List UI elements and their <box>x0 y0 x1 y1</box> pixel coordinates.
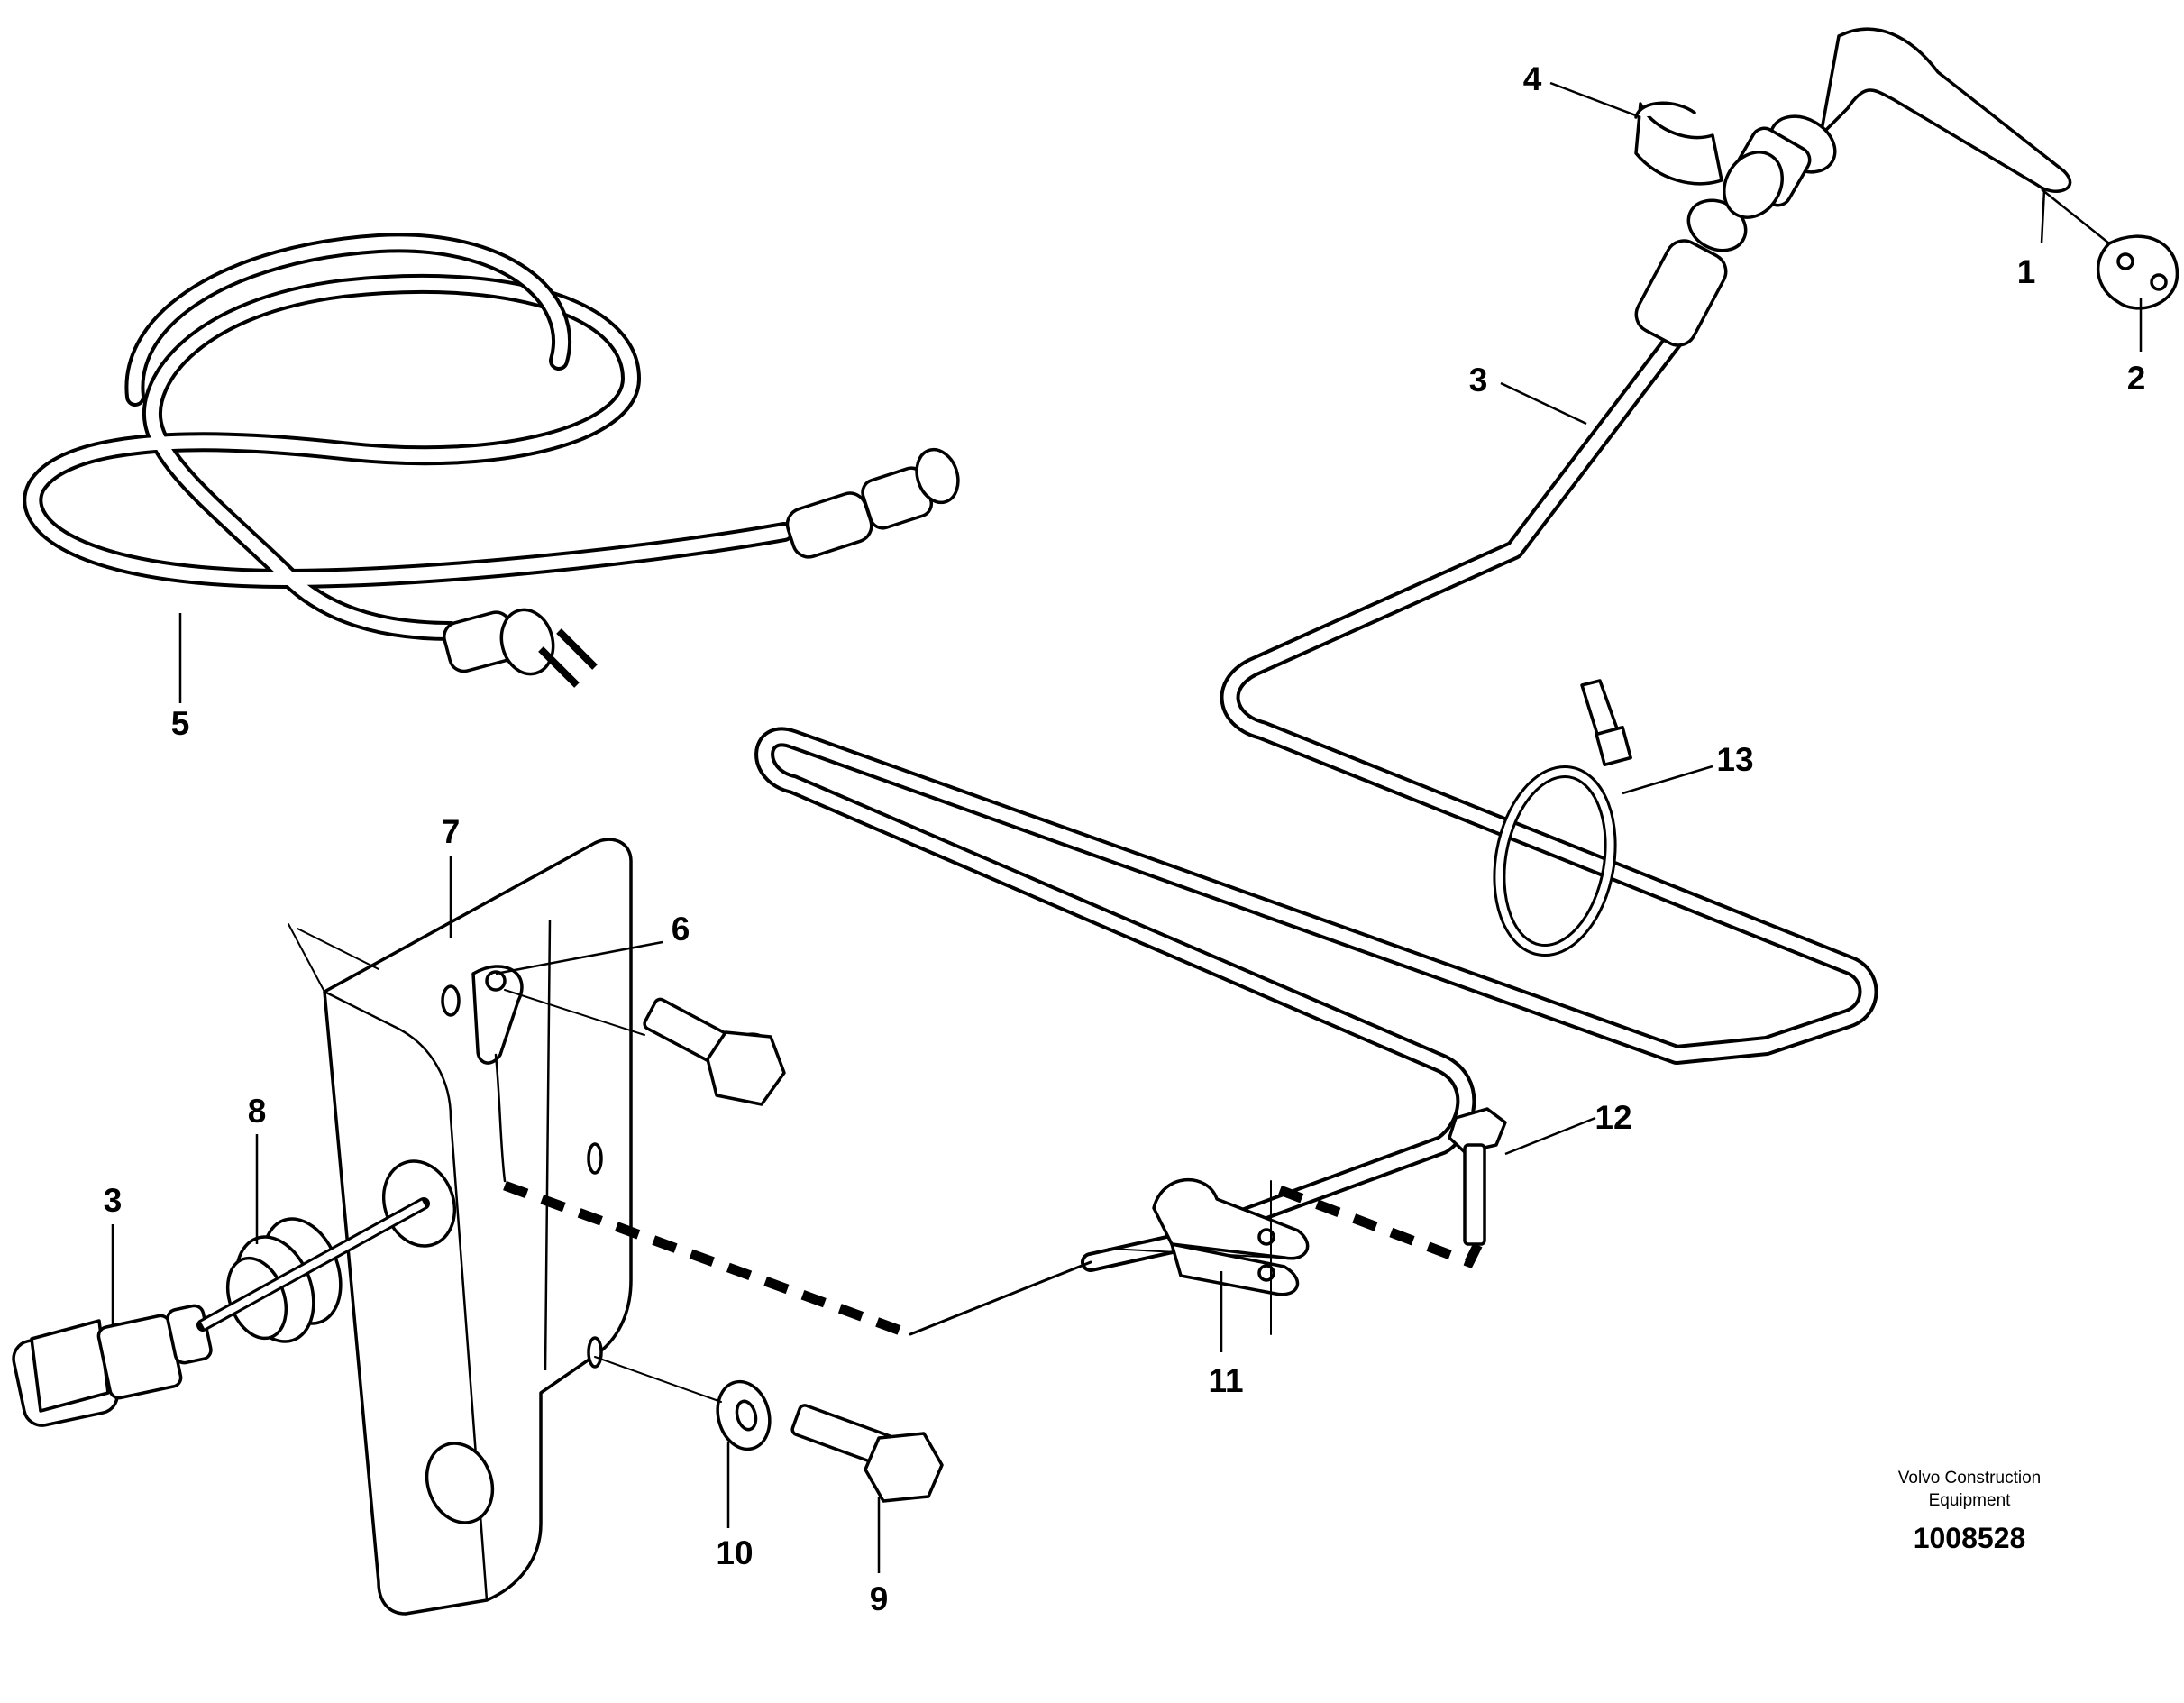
bolt-9 <box>790 1404 944 1503</box>
brand-block: Volvo Construction Equipment 1008528 <box>1898 1469 2041 1554</box>
callout-2: 2 <box>2127 360 2146 397</box>
heater-element-3 <box>754 198 1878 1272</box>
inlet-plug-3b <box>12 1304 213 1427</box>
sleeve-clip-4 <box>1634 101 1723 186</box>
cable-lug-6 <box>471 965 524 1183</box>
callout-4: 4 <box>1523 60 1542 97</box>
washer-10 <box>594 1356 772 1451</box>
cable-route-dashed <box>503 1180 912 1340</box>
callout-8: 8 <box>248 1093 267 1130</box>
callout-3-bottom: 3 <box>104 1182 123 1219</box>
callout-7: 7 <box>442 813 461 850</box>
callout-5: 5 <box>171 705 190 742</box>
cord-plug <box>443 608 598 688</box>
cable-route-dashed-right <box>1278 1185 1483 1268</box>
callout-13: 13 <box>1716 741 1753 778</box>
cord-socket-connector <box>785 447 960 559</box>
bolt-12 <box>1448 1107 1507 1246</box>
callout-3-top: 3 <box>1469 362 1488 398</box>
brand-line-2: Equipment <box>1929 1491 2012 1510</box>
callout-1: 1 <box>2017 253 2036 290</box>
power-cord-5 <box>23 233 960 688</box>
cable-tie-13 <box>1493 679 1632 957</box>
mounting-bracket-7 <box>288 838 633 1616</box>
callout-6: 6 <box>672 911 690 948</box>
callout-labels: 1 2 3 4 5 6 7 8 3 9 10 11 12 13 <box>104 60 2146 1617</box>
sensor-probe-1 <box>1723 27 2072 219</box>
leader-lines <box>111 81 2143 1573</box>
callout-9: 9 <box>870 1580 889 1617</box>
callout-12: 12 <box>1595 1099 1631 1136</box>
brand-line-1: Volvo Construction <box>1898 1469 2041 1488</box>
diagram-part-number: 1008528 <box>1914 1522 2026 1554</box>
bolt-upper <box>504 989 786 1106</box>
callout-11: 11 <box>1208 1362 1243 1399</box>
p-clamp-11 <box>1152 1178 1310 1335</box>
gasket-2 <box>2096 234 2179 310</box>
callout-10: 10 <box>716 1534 753 1571</box>
